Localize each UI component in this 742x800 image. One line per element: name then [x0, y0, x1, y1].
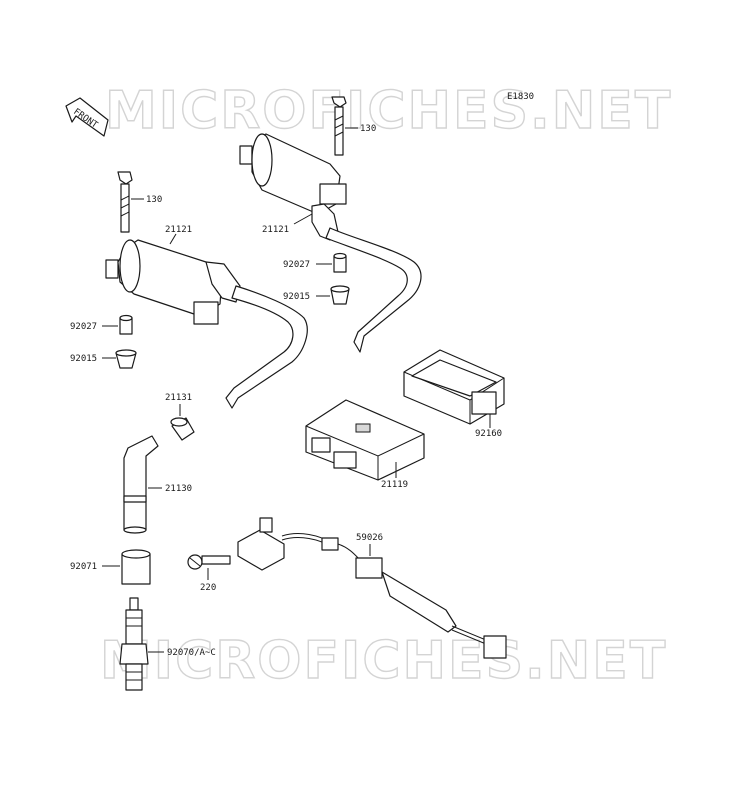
bolt-130-left-icon: [117, 171, 133, 233]
label-92070: 92070/A~C: [167, 648, 216, 658]
label-92015-left: 92015: [70, 354, 97, 364]
spark-plug-icon: [119, 597, 149, 691]
diagram-code: E1830: [507, 92, 534, 102]
igniter-21119-icon: [305, 399, 425, 481]
cover-92160-icon: [403, 349, 505, 425]
label-21119: 21119: [381, 480, 408, 490]
bolt-130-right-icon: [331, 96, 347, 156]
damper-92015-right-icon: [330, 285, 350, 305]
label-92015-right: 92015: [283, 292, 310, 302]
label-59026: 59026: [356, 533, 383, 543]
plug-cap-21130-icon: [123, 435, 159, 534]
sensor-59026-icon: [237, 517, 507, 659]
cap-21131-icon: [170, 417, 195, 441]
label-92027-left: 92027: [70, 322, 97, 332]
ignition-coil-upper-icon: [239, 133, 422, 353]
damper-92015-left-icon: [115, 349, 137, 369]
front-arrow-icon: FRONT: [65, 97, 109, 137]
label-bolt-130-left: 130: [146, 195, 162, 205]
leader-coil-upper: [293, 213, 313, 225]
ignition-coil-lower-icon: [105, 239, 308, 409]
watermark-top: MICROFICHES.NET: [105, 81, 672, 141]
cap-92071-icon: [121, 549, 151, 585]
label-220: 220: [200, 583, 216, 593]
label-21130: 21130: [165, 484, 192, 494]
label-bolt-130-right: 130: [360, 124, 376, 134]
label-21131: 21131: [165, 393, 192, 403]
label-92160: 92160: [475, 429, 502, 439]
collar-92027-right-icon: [333, 252, 347, 273]
collar-92027-left-icon: [119, 314, 133, 335]
label-coil-21121-upper: 21121: [262, 225, 289, 235]
label-coil-21121-lower: 21121: [165, 225, 192, 235]
leader-coil-lower: [169, 233, 177, 245]
label-92027-right: 92027: [283, 260, 310, 270]
screw-220-icon: [187, 554, 231, 570]
watermark-bottom: MICROFICHES.NET: [100, 631, 667, 691]
label-92071: 92071: [70, 562, 97, 572]
